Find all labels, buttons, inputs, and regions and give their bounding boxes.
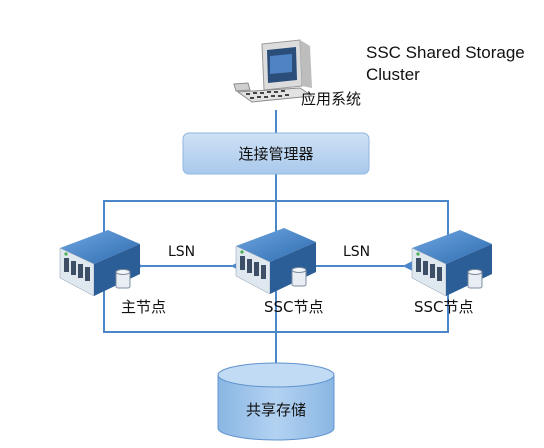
connector-lines — [103, 110, 449, 365]
lsn-label-right: LSN — [343, 244, 370, 260]
server-node-ssc-1 — [235, 228, 316, 295]
shared-storage-cylinder: 共享存储 — [217, 362, 335, 441]
node-label-primary: 主节点 — [121, 298, 166, 316]
connection-manager-box: 连接管理器 — [182, 132, 370, 175]
diagram-title-line-2: Cluster — [366, 65, 420, 84]
node-label-ssc-2: SSC节点 — [414, 298, 474, 316]
node-label-ssc-1: SSC节点 — [264, 298, 324, 316]
diagram-title: SSC Shared Storage Cluster — [366, 42, 544, 86]
shared-storage-label: 共享存储 — [246, 401, 306, 419]
top-bus-line — [103, 200, 449, 256]
server-node-primary — [59, 230, 140, 297]
computer-icon — [233, 39, 314, 103]
connection-manager-label: 连接管理器 — [238, 145, 313, 163]
diagram-title-line-1: SSC Shared Storage — [366, 43, 525, 62]
lsn-label-left: LSN — [168, 244, 195, 260]
server-node-ssc-2 — [411, 230, 492, 297]
app-system-label: 应用系统 — [301, 90, 361, 108]
bottom-bus-line — [103, 283, 449, 333]
